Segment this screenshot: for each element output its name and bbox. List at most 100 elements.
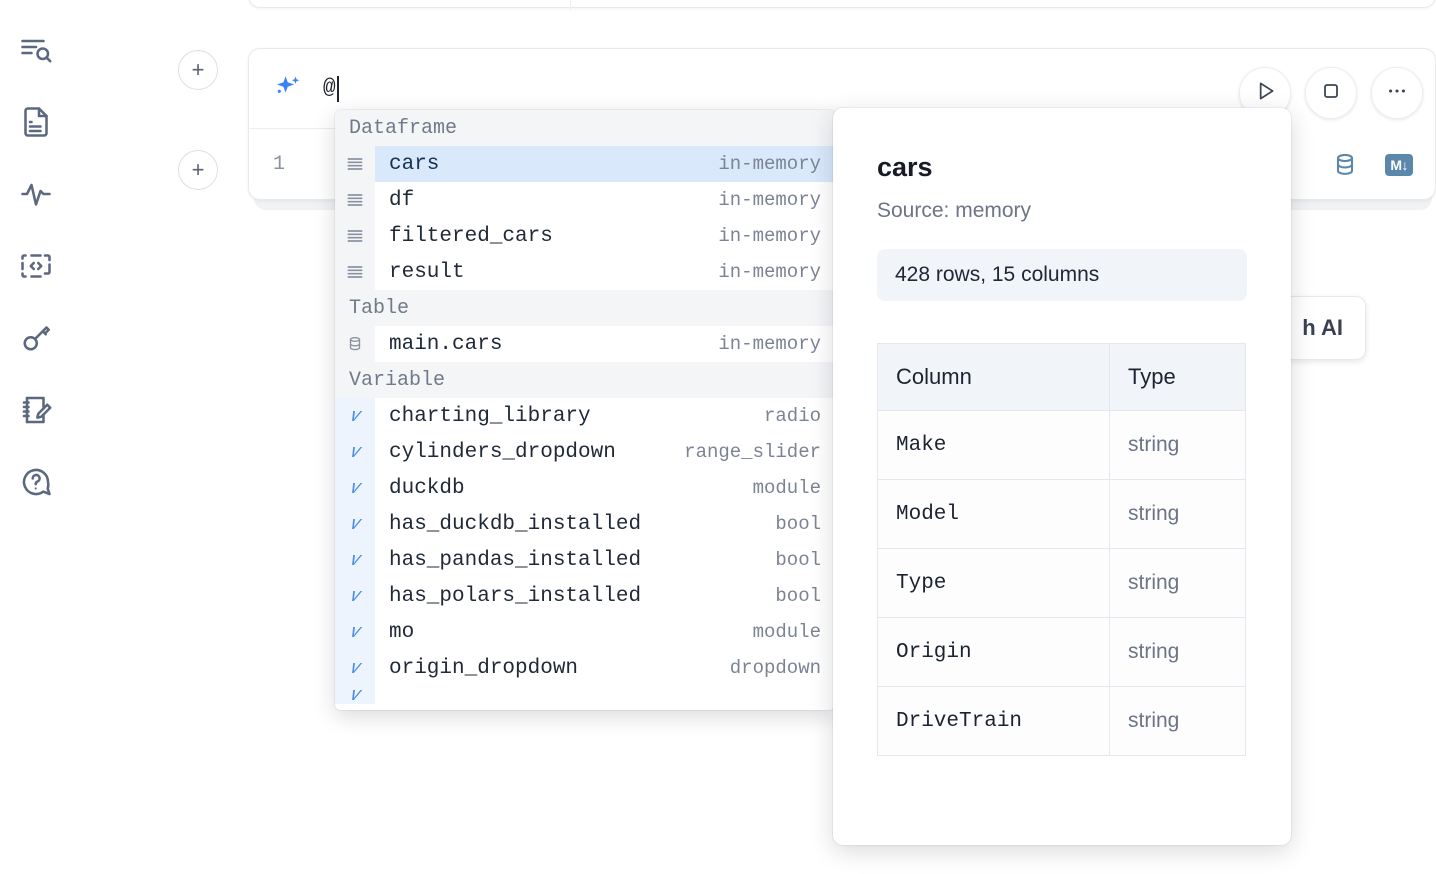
autocomplete-item-type: in-memory — [718, 153, 821, 175]
ellipsis-icon — [1386, 80, 1408, 107]
dataframe-icon — [335, 218, 375, 254]
autocomplete-item-name: filtered_cars — [389, 224, 553, 248]
autocomplete-item[interactable]: 𝑣 has_polars_installed bool — [335, 578, 835, 614]
cell-run-controls — [1239, 67, 1423, 119]
autocomplete-item-name: mo — [389, 620, 415, 644]
dataframe-icon — [335, 254, 375, 290]
dataframe-icon — [335, 146, 375, 182]
variable-icon: 𝑣 — [335, 542, 375, 578]
autocomplete-item-name: duckdb — [389, 476, 465, 500]
autocomplete-item-name: has_pandas_installed — [389, 548, 642, 572]
variable-icon: 𝑣 — [335, 614, 375, 650]
autocomplete-item[interactable]: filtered_cars in-memory — [335, 218, 835, 254]
variable-icon: 𝑣 — [335, 578, 375, 614]
text-caret — [336, 75, 339, 102]
add-cell-button-top[interactable]: + — [178, 50, 218, 90]
docs-column-type: string — [1109, 617, 1246, 687]
scratchpad-icon — [18, 392, 54, 428]
sidebar-item-code-snippet[interactable] — [0, 230, 72, 302]
variable-icon: 𝑣 — [335, 470, 375, 506]
variable-icon: 𝑣 — [335, 398, 375, 434]
autocomplete-section-header: Table — [335, 290, 835, 326]
autocomplete-item-type: module — [752, 477, 821, 499]
autocomplete-item-name: has_polars_installed — [389, 584, 642, 608]
sidebar-item-explore-search[interactable] — [0, 14, 72, 86]
sidebar-item-help[interactable] — [0, 446, 72, 518]
autocomplete-item-type: dropdown — [729, 657, 821, 679]
autocomplete-item-type: bool — [775, 513, 821, 535]
variable-icon: 𝑣 — [335, 506, 375, 542]
docs-column-name: Make — [877, 410, 1110, 480]
autocomplete-section-header: Variable — [335, 362, 835, 398]
autocomplete-item-type: in-memory — [718, 225, 821, 247]
autocomplete-item-name: origin_dropdown — [389, 656, 579, 680]
autocomplete-item-type: in-memory — [718, 189, 821, 211]
autocomplete-item[interactable]: df in-memory — [335, 182, 835, 218]
autocomplete-item-type: range_slider — [684, 441, 821, 463]
sidebar-item-document[interactable] — [0, 86, 72, 158]
document-icon — [18, 104, 54, 140]
key-icon — [18, 320, 54, 356]
autocomplete-item-type: bool — [775, 585, 821, 607]
docs-column-type: string — [1109, 410, 1246, 480]
docs-table-header-row: Column Type — [877, 343, 1246, 411]
help-icon — [18, 464, 54, 500]
autocomplete-item-name: main.cars — [389, 332, 503, 356]
more-actions-button[interactable] — [1371, 67, 1423, 119]
autocomplete-item-name: cylinders_dropdown — [389, 440, 616, 464]
sidebar-item-key[interactable] — [0, 302, 72, 374]
sidebar-item-activity[interactable] — [0, 158, 72, 230]
code-editor-row[interactable]: 1 M↓ — [249, 129, 1435, 200]
add-cell-button-bottom[interactable]: + — [178, 150, 218, 190]
documentation-panel: cars Source: memory 428 rows, 15 columns… — [833, 108, 1291, 845]
cell-tools: M↓ — [1331, 129, 1413, 200]
autocomplete-item-type: in-memory — [718, 261, 821, 283]
docs-header-type: Type — [1109, 343, 1246, 411]
explore-search-icon — [18, 32, 54, 68]
autocomplete-item-type: radio — [763, 405, 821, 427]
docs-column-name: Model — [877, 479, 1110, 549]
docs-column-type: string — [1109, 548, 1246, 618]
autocomplete-item-type: module — [752, 621, 821, 643]
ai-prompt-value: @ — [323, 77, 336, 100]
stop-button[interactable] — [1305, 67, 1357, 119]
docs-column-name: DriveTrain — [877, 686, 1110, 756]
database-icon[interactable] — [1331, 151, 1359, 179]
docs-column-name: Type — [877, 548, 1110, 618]
sidebar-item-scratchpad[interactable] — [0, 374, 72, 446]
play-icon — [1252, 78, 1278, 109]
line-number: 1 — [272, 153, 285, 176]
docs-column-name: Origin — [877, 617, 1110, 687]
autocomplete-item-name: df — [389, 188, 415, 212]
markdown-icon[interactable]: M↓ — [1385, 153, 1413, 176]
dataframe-icon — [335, 182, 375, 218]
docs-title: cars — [877, 152, 933, 182]
docs-source: Source: memory — [877, 199, 1032, 222]
sidebar-rail — [0, 0, 72, 874]
variable-icon: 𝑣 — [335, 686, 375, 704]
previous-cell — [248, 0, 1436, 8]
docs-column-type: string — [1109, 479, 1246, 549]
activity-icon — [18, 176, 54, 212]
sparkle-icon — [267, 69, 307, 109]
autocomplete-item-partial[interactable]: 𝑣 — [335, 686, 835, 704]
ai-prompt-input[interactable]: @ — [307, 69, 1173, 109]
